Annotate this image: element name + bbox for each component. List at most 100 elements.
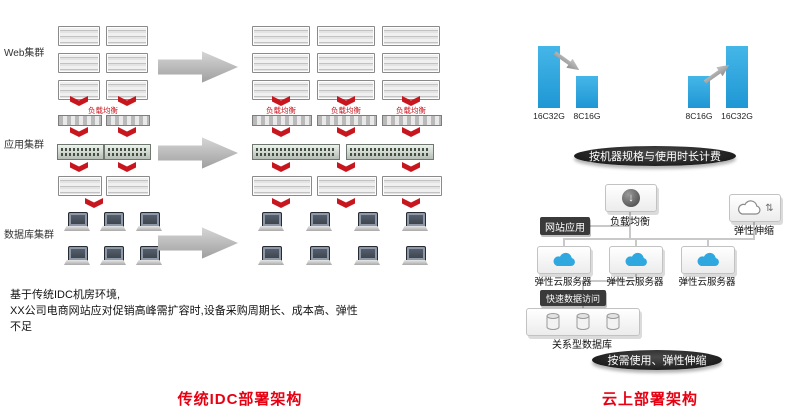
red-arrow-down-icon <box>70 127 88 137</box>
scale-up-labels: 8C16G 16C32G <box>686 111 764 121</box>
scale-down-chart: 16C32G 8C16G <box>533 42 614 121</box>
lb-strip <box>382 115 442 126</box>
rack-server <box>106 176 150 196</box>
rack-server <box>58 53 100 73</box>
server-grid-small <box>58 26 148 100</box>
rack-server <box>382 26 440 46</box>
lb-strip-label: 负载均衡 <box>88 106 118 115</box>
rack-server <box>317 80 375 100</box>
load-balancer-label: 负载均衡 <box>610 217 650 228</box>
red-arrow-down-icon <box>402 127 420 137</box>
rack-server <box>317 176 377 196</box>
laptop <box>306 212 332 232</box>
rack-server <box>252 80 310 100</box>
cloud-outline-icon <box>738 200 761 215</box>
scale-down-labels: 16C32G 8C16G <box>533 111 614 121</box>
red-arrows-row <box>272 162 420 172</box>
load-balancer-node: ↓ <box>605 184 657 212</box>
network-switch <box>346 144 434 160</box>
ecs-label: 弹性云服务器 <box>534 277 592 288</box>
laptop <box>354 246 380 266</box>
bar-16c32g <box>726 46 748 108</box>
red-arrow-down-icon <box>118 127 136 137</box>
idc-description-line2: XX公司电商网站应对促销高峰需扩容时,设备采购周期长、成本高、弹性不足 <box>10 304 358 333</box>
laptop <box>64 212 90 232</box>
network-switch <box>252 144 340 160</box>
red-arrows-row <box>272 96 420 106</box>
laptop <box>258 212 284 232</box>
connector-line <box>588 225 629 227</box>
bar-label: 16C32G <box>533 111 565 121</box>
red-arrow-down-icon <box>402 198 420 208</box>
scale-arrows-glyph: ⇅ <box>765 202 774 214</box>
network-switch <box>104 144 151 160</box>
red-arrow-down-icon <box>337 162 355 172</box>
lb-strip-label: 负载均衡 <box>266 106 296 115</box>
rack-server <box>58 176 102 196</box>
red-arrow-down-icon <box>70 162 88 172</box>
rack-server <box>317 53 375 73</box>
red-arrow-down-icon <box>272 96 290 106</box>
connector-line <box>707 238 709 246</box>
red-arrow-down-icon <box>402 96 420 106</box>
rack-server <box>106 80 148 100</box>
laptop <box>258 246 284 266</box>
laptop <box>64 246 90 266</box>
bar-8c16g <box>576 76 598 108</box>
red-arrow-down-icon <box>118 96 136 106</box>
red-arrow-down-icon <box>272 127 290 137</box>
scale-up-chart: 8C16G 16C32G <box>686 42 764 121</box>
tier-label-web: Web集群 <box>4 48 45 59</box>
web-app-tag: 网站应用 <box>540 217 590 235</box>
connector-line <box>563 238 755 240</box>
red-arrow-down-icon <box>337 127 355 137</box>
elastic-banner: 按需使用、弹性伸缩 <box>592 350 722 370</box>
rack-server <box>106 26 148 46</box>
connector-line <box>635 238 637 246</box>
lb-strip <box>106 115 150 126</box>
connector-line <box>629 210 631 238</box>
rds-node <box>526 308 640 336</box>
bar-label: 8C16G <box>573 111 601 121</box>
red-arrows-row <box>272 198 420 208</box>
rack-server <box>106 53 148 73</box>
big-arrow-right-icon <box>158 51 238 83</box>
big-arrow-right-icon <box>158 137 238 169</box>
red-arrow-down-icon <box>70 96 88 106</box>
rack-server <box>252 176 312 196</box>
load-balancer-icon: ↓ <box>622 189 640 207</box>
big-arrow-right-icon <box>158 227 238 259</box>
cloud-icon <box>553 252 575 266</box>
lb-strip <box>317 115 377 126</box>
laptop <box>136 212 162 232</box>
scale-down-bars <box>538 42 614 108</box>
cloud-icon <box>697 252 719 266</box>
client-grid-small <box>64 212 162 266</box>
data-access-tag: 快速数据访问 <box>540 290 606 306</box>
lb-strip-label: 负载均衡 <box>331 106 361 115</box>
bar-8c16g <box>688 76 710 108</box>
cloud-icon <box>625 252 647 266</box>
billing-banner: 按机器规格与使用时长计费 <box>574 146 736 166</box>
idc-description: 基于传统IDC机房环境, XX公司电商网站应对促销高峰需扩容时,设备采购周期长、… <box>10 288 362 336</box>
red-arrow-down-icon <box>337 198 355 208</box>
connector-line <box>582 280 637 282</box>
auto-scaling-node: ⇅ <box>729 194 781 222</box>
red-arrow-down-icon <box>118 162 136 172</box>
bar-16c32g <box>538 46 560 108</box>
red-arrows-row <box>70 127 136 137</box>
rack-server <box>252 26 310 46</box>
auto-scaling-label: 弹性伸缩 <box>734 226 774 237</box>
red-arrows-row <box>70 162 136 172</box>
tier-label-app: 应用集群 <box>4 140 44 151</box>
laptop <box>100 212 126 232</box>
rack-server <box>317 26 375 46</box>
connector-line <box>635 272 637 281</box>
scale-up-bars <box>688 42 764 108</box>
database-cylinder-icon <box>546 313 560 330</box>
red-arrow-down-icon <box>85 198 103 208</box>
connector-line <box>753 220 755 238</box>
lb-strip <box>58 115 102 126</box>
lb-strip-label: 负载均衡 <box>396 106 426 115</box>
idc-caption: 传统IDC部署架构 <box>177 391 303 408</box>
